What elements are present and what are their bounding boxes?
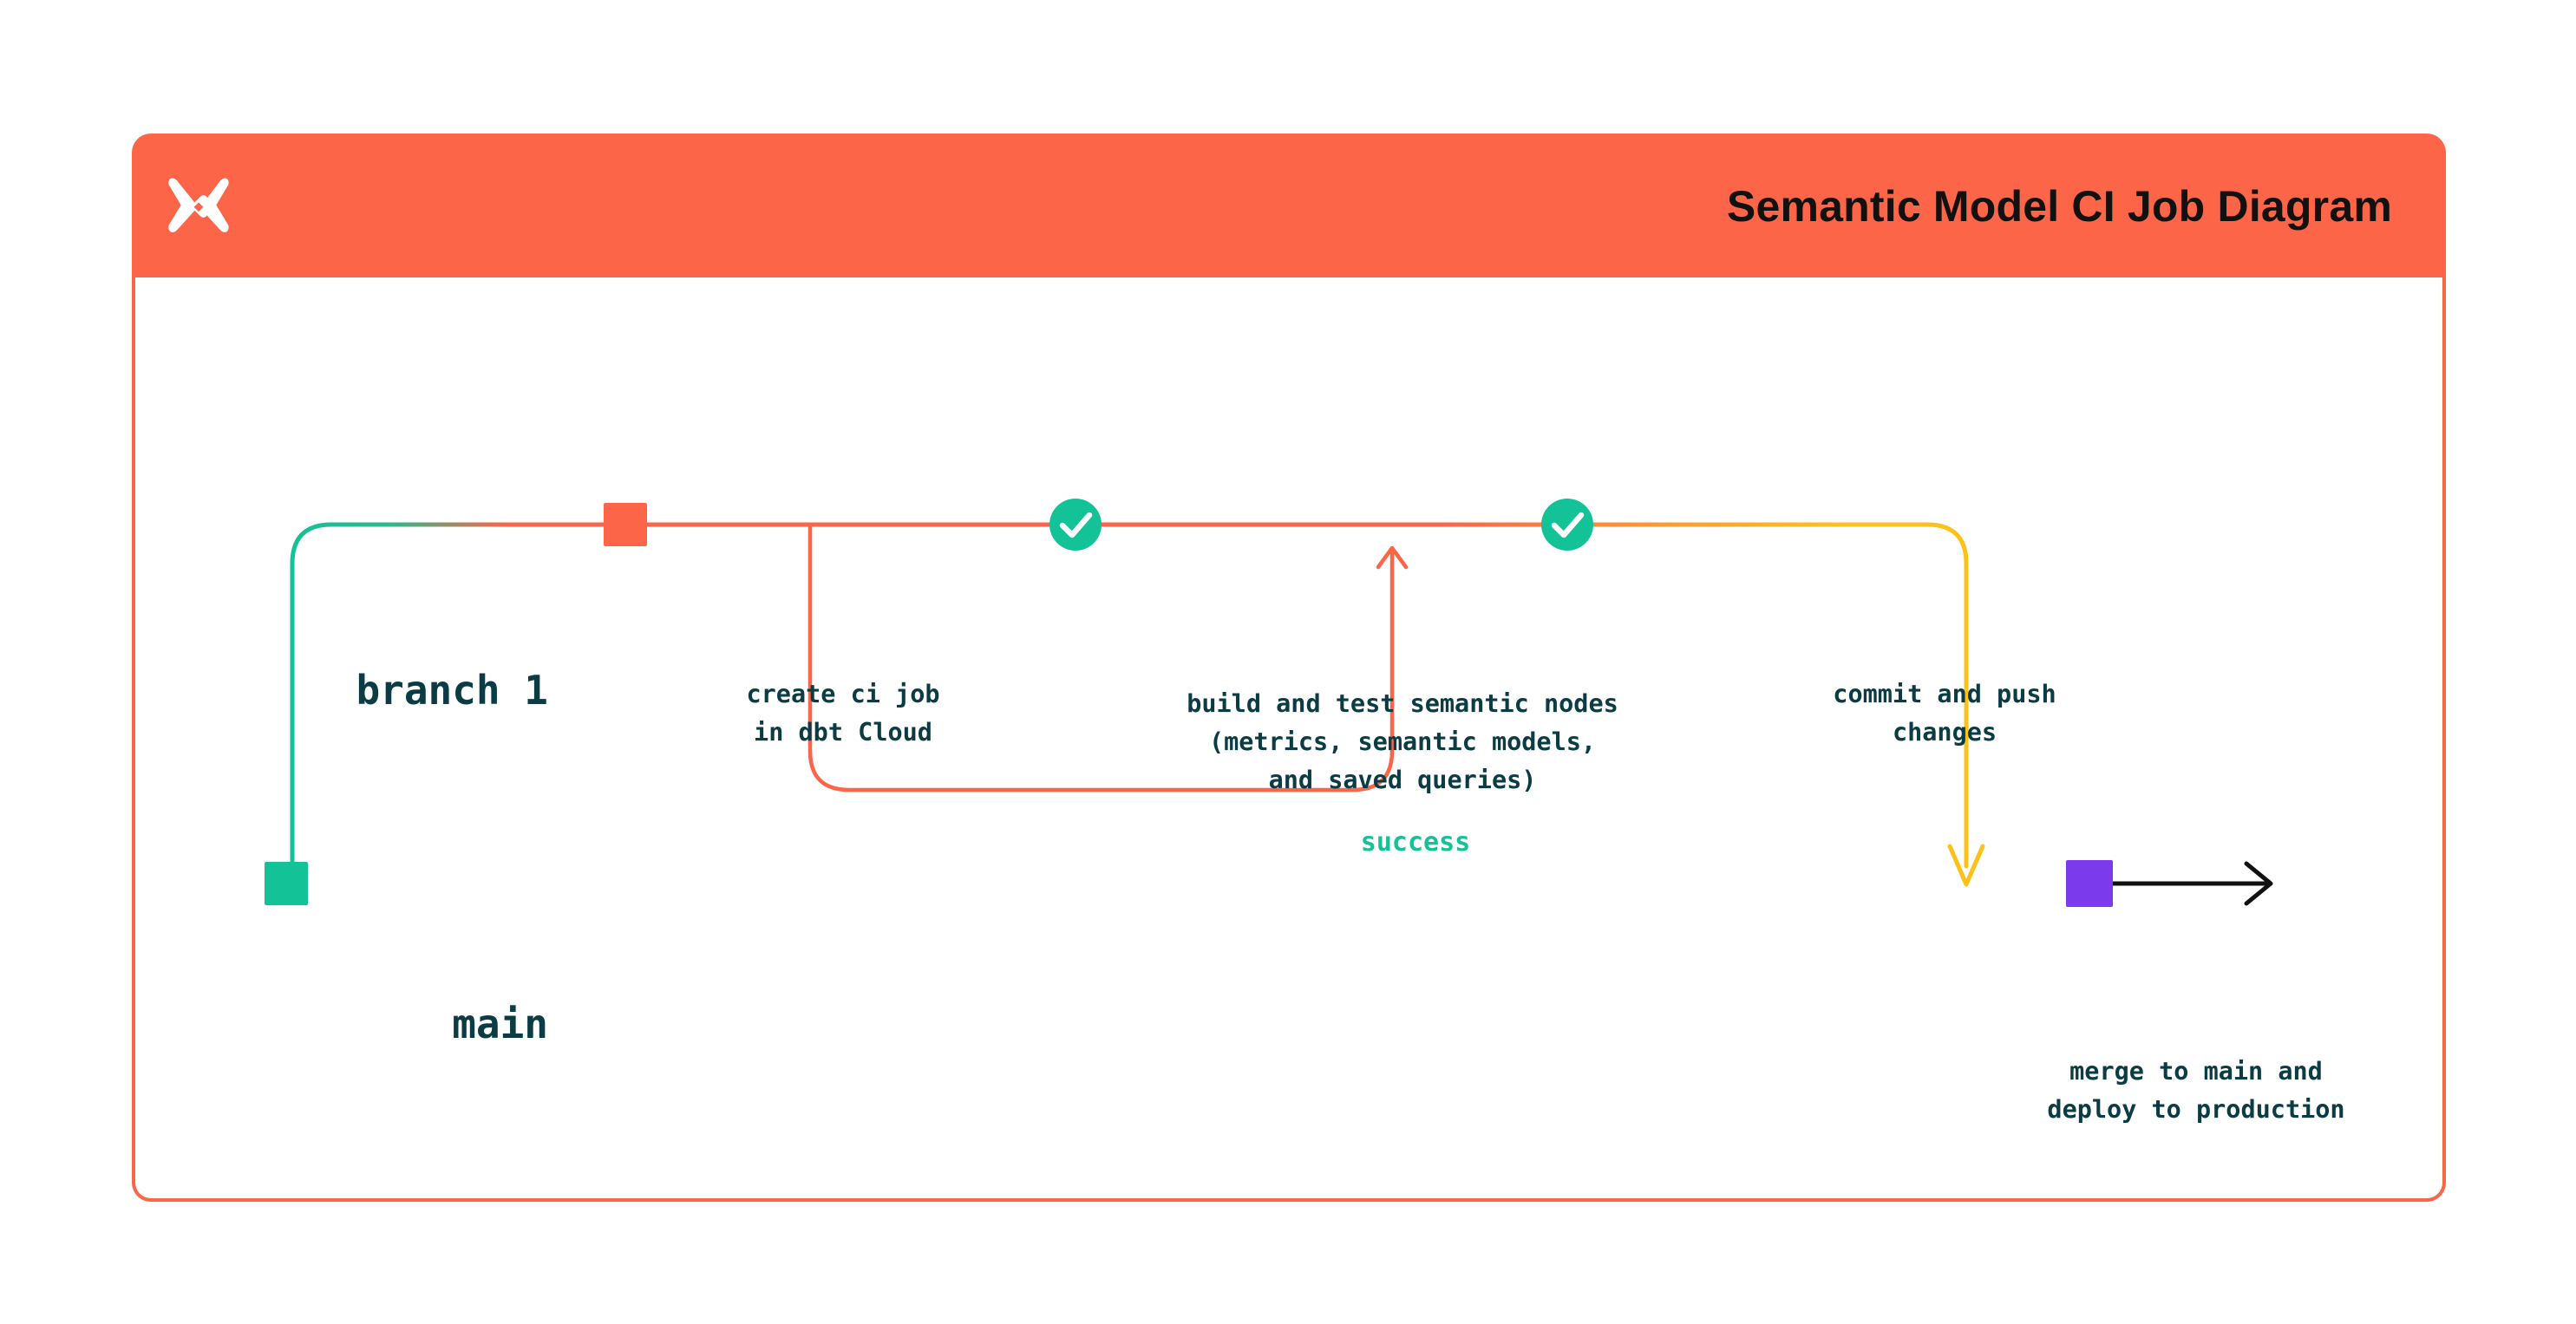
success-loop-label: success: [1320, 827, 1511, 858]
node-caption-commit-and-push: commit and push changes: [1833, 680, 2056, 747]
diagram-card: Semantic Model CI Job Diagram: [132, 134, 2446, 1202]
card-header: Semantic Model CI Job Diagram: [132, 134, 2446, 279]
node-caption-create-ci-job: create ci job in dbt Cloud: [746, 680, 940, 747]
node-caption-build-and-test: build and test semantic nodes (metrics, …: [1187, 689, 1618, 794]
dbt-x-logo-icon: [168, 178, 229, 232]
lane-label-branch-1: branch 1: [356, 667, 548, 714]
page-title: Semantic Model CI Job Diagram: [1726, 182, 2392, 231]
node-caption-merge-to-main: merge to main and deploy to production: [2047, 1057, 2345, 1124]
lane-label-main: main: [452, 1001, 548, 1047]
